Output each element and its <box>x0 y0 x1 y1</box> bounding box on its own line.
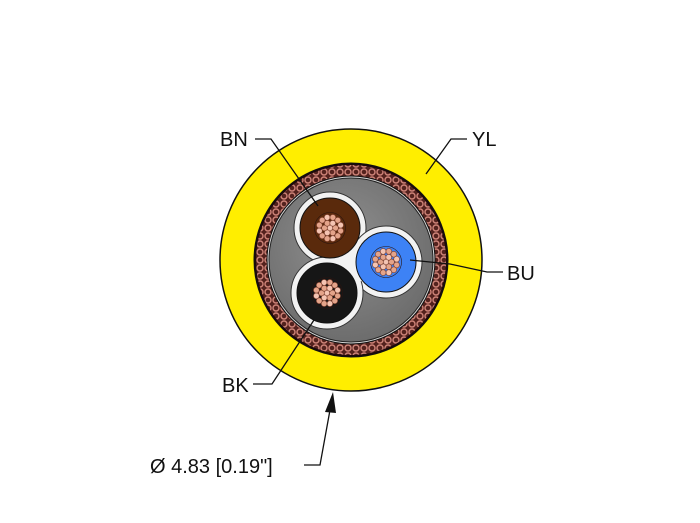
copper-strand <box>385 248 393 255</box>
brown-conductor <box>299 197 361 259</box>
copper-strand <box>323 214 331 221</box>
copper-strand <box>332 224 339 232</box>
copper-strand <box>337 221 344 229</box>
strand-bundle-outline <box>370 246 402 278</box>
copper-strand <box>385 269 393 276</box>
label-bk: BK <box>222 375 249 397</box>
copper-strand <box>318 289 325 297</box>
copper-strand <box>390 266 397 273</box>
copper-strand <box>313 286 320 294</box>
copper-strand <box>334 217 341 224</box>
copper-strand <box>316 227 323 235</box>
label-bn: BN <box>220 129 248 151</box>
copper-strand <box>329 214 337 221</box>
copper-strand <box>331 297 338 304</box>
copper-strand <box>319 232 326 239</box>
label-diameter: Ø 4.83 [0.19"] <box>150 456 273 478</box>
copper-strand <box>319 217 326 224</box>
leader-yl <box>425 138 467 175</box>
copper-strand <box>372 255 379 263</box>
copper-strand <box>323 235 331 242</box>
copper-strand <box>331 282 338 289</box>
copper-strand <box>316 297 323 304</box>
copper-strand <box>316 282 323 289</box>
leader-bn <box>255 138 319 207</box>
copper-strand <box>390 251 397 258</box>
copper-strand <box>329 235 337 242</box>
copper-strand <box>379 269 387 276</box>
black-conductor <box>296 262 358 324</box>
black-strands <box>311 277 343 309</box>
copper-strand <box>320 300 328 307</box>
blue-strands <box>370 246 402 278</box>
strand-bundle-outline <box>311 277 343 309</box>
label-yl: YL <box>472 129 496 151</box>
copper-strand <box>372 261 379 269</box>
copper-strand <box>326 279 334 286</box>
diameter-arrowhead <box>325 392 336 413</box>
copper-strand <box>379 248 387 255</box>
copper-strand <box>316 221 323 229</box>
copper-strand <box>326 300 334 307</box>
copper-strand <box>388 258 395 266</box>
copper-strand <box>313 292 320 300</box>
leader-bk <box>253 319 315 385</box>
brown-strands <box>314 212 346 244</box>
copper-strand <box>393 255 400 263</box>
copper-strand <box>320 279 328 286</box>
strand-bundle-outline <box>314 212 346 244</box>
copper-strand <box>334 286 341 294</box>
copper-strand <box>375 251 382 258</box>
copper-strand <box>334 232 341 239</box>
copper-strand <box>375 266 382 273</box>
leader-diameter <box>304 409 331 466</box>
copper-strand <box>329 289 336 297</box>
blue-conductor <box>355 231 417 293</box>
copper-strand <box>321 224 328 232</box>
label-bu: BU <box>507 263 535 285</box>
leader-bu <box>409 259 503 273</box>
copper-strand <box>377 258 384 266</box>
